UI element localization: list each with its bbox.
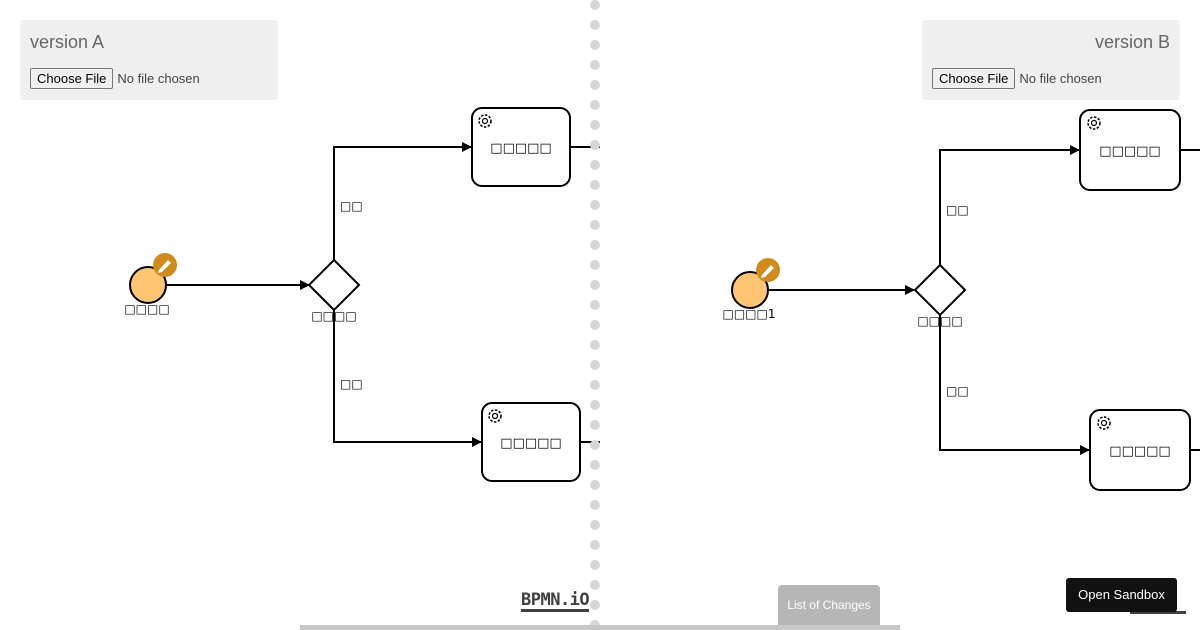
divider-dot <box>590 240 600 250</box>
divider-dot <box>590 160 600 170</box>
task-bottom[interactable] <box>1089 409 1191 491</box>
sequence-flow-gateway-to-task-top[interactable] <box>939 145 1080 265</box>
choose-file-button[interactable]: Choose File <box>932 68 1016 89</box>
flow-label-top: □□ <box>946 203 969 217</box>
task-top-label: □□□□□ <box>1099 144 1160 159</box>
gear-icon <box>1097 416 1111 430</box>
diagram-pane-version-a[interactable]: □□ □□ □□□□ □□□□ □□□□□ □□□□□ <box>0 0 600 630</box>
divider-dot <box>590 100 600 110</box>
divider-dot <box>590 400 600 410</box>
divider-dot <box>590 460 600 470</box>
divider-dot <box>590 480 600 490</box>
divider-dot <box>590 440 600 450</box>
file-status: No file chosen <box>1019 71 1102 86</box>
sequence-flow-gateway-to-task-bottom[interactable] <box>333 310 482 447</box>
list-of-changes-button[interactable]: List of Changes <box>778 585 880 630</box>
task-bottom-label: □□□□□ <box>500 436 561 451</box>
task-bottom[interactable] <box>481 402 581 482</box>
bpmn-io-logo[interactable]: BPMN.iO <box>521 590 590 612</box>
divider-dot <box>590 260 600 270</box>
divider-dot <box>590 220 600 230</box>
version-a-file-input[interactable]: Choose File No file chosen <box>30 68 200 89</box>
sequence-flow-gateway-to-task-bottom[interactable] <box>939 315 1090 455</box>
changes-drawer-handle[interactable] <box>300 625 900 630</box>
flow-label-bottom: □□ <box>946 384 969 398</box>
bpmn-io-logo-b[interactable] <box>1130 589 1186 614</box>
divider-dot <box>590 80 600 90</box>
divider-dot <box>590 360 600 370</box>
task-bottom-label: □□□□□ <box>1109 444 1170 459</box>
divider-dot <box>590 420 600 430</box>
file-status: No file chosen <box>117 71 200 86</box>
divider-dot <box>590 540 600 550</box>
task-top[interactable] <box>471 107 571 187</box>
bpmn-canvas-b[interactable]: □□ □□ □□□□1 □□□□ □□□□□ □□□□□ <box>600 0 1200 630</box>
gear-icon <box>1087 116 1101 130</box>
divider-dot <box>590 60 600 70</box>
pencil-icon <box>153 253 177 277</box>
version-b-panel: version B Choose File No file chosen <box>922 20 1180 100</box>
version-a-panel: version A Choose File No file chosen <box>20 20 278 100</box>
pencil-icon <box>756 258 780 282</box>
start-event[interactable] <box>129 266 167 304</box>
divider-dot <box>590 300 600 310</box>
divider-dot <box>590 120 600 130</box>
divider-dot <box>590 520 600 530</box>
flow-label-bottom: □□ <box>340 377 363 391</box>
divider-dot <box>590 580 600 590</box>
version-b-title: version B <box>1094 32 1170 52</box>
exclusive-gateway[interactable] <box>307 258 361 312</box>
divider-dot <box>590 280 600 290</box>
gateway-label: □□□□ <box>917 314 962 328</box>
divider-dot <box>590 380 600 390</box>
divider-dot <box>590 500 600 510</box>
divider-dot <box>590 560 600 570</box>
gear-icon <box>478 114 492 128</box>
start-event-label: □□□□1 <box>723 307 776 321</box>
gateway-label: □□□□ <box>311 309 356 323</box>
start-event[interactable] <box>731 271 769 309</box>
exclusive-gateway[interactable] <box>913 263 967 317</box>
divider-dot <box>590 0 600 10</box>
task-top-label: □□□□□ <box>490 141 551 156</box>
version-a-title: version A <box>30 32 105 52</box>
bpmn-canvas-a[interactable]: □□ □□ □□□□ □□□□ □□□□□ □□□□□ <box>0 0 600 630</box>
divider-dot <box>590 40 600 50</box>
open-sandbox-button[interactable]: Open Sandbox <box>1066 578 1177 612</box>
sequence-flow-gateway-to-task-top[interactable] <box>333 142 472 260</box>
start-event-label: □□□□ <box>124 302 169 316</box>
gear-icon <box>488 409 502 423</box>
choose-file-button[interactable]: Choose File <box>30 68 114 89</box>
divider-dot <box>590 340 600 350</box>
pane-divider[interactable] <box>590 0 602 630</box>
divider-dot <box>590 600 600 610</box>
divider-dot <box>590 20 600 30</box>
version-b-file-input[interactable]: Choose File No file chosen <box>932 68 1102 89</box>
divider-dot <box>590 320 600 330</box>
diagram-pane-version-b[interactable]: □□ □□ □□□□1 □□□□ □□□□□ □□□□□ <box>600 0 1200 630</box>
divider-dot <box>590 180 600 190</box>
task-top[interactable] <box>1079 109 1181 191</box>
divider-dot <box>590 200 600 210</box>
flow-label-top: □□ <box>340 199 363 213</box>
divider-dot <box>590 140 600 150</box>
